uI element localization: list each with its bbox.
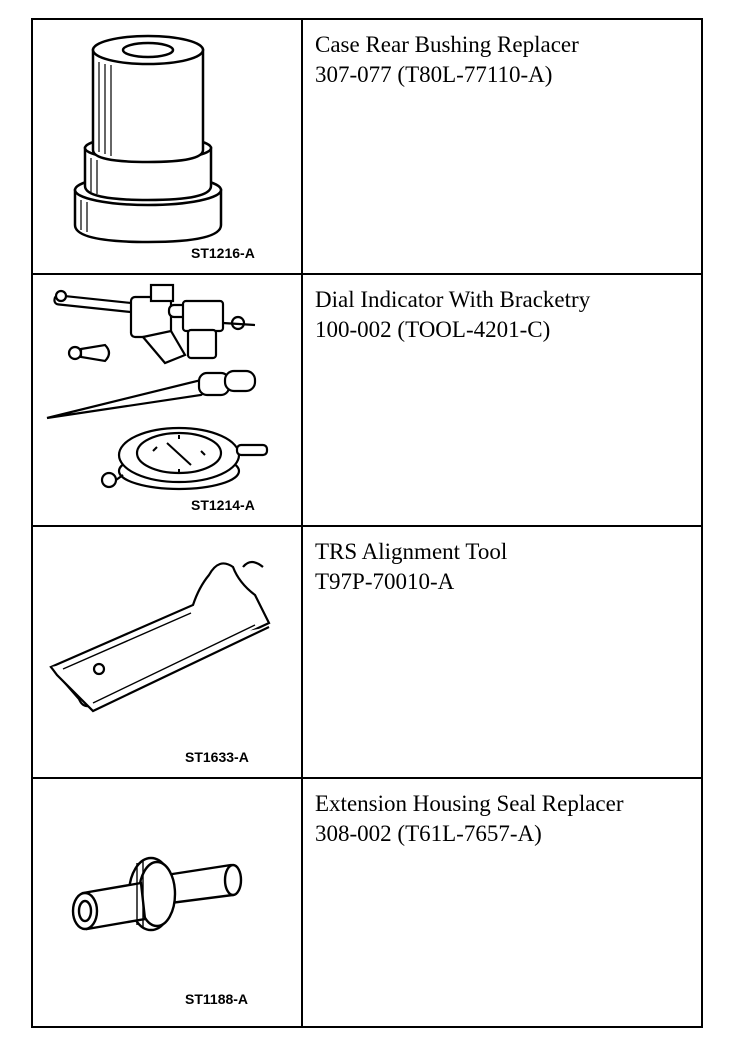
tool-row: ST1216-A Case Rear Bushing Replacer 307-… [33,20,701,275]
tool-image-cell: ST1188-A [33,779,303,1026]
tool-number: 308-002 (T61L-7657-A) [315,821,542,846]
tool-image-cell: ST1216-A [33,20,303,273]
seal-replacer-icon [71,856,243,932]
tool-row: ST1188-A Extension Housing Seal Replacer… [33,779,701,1026]
tool-description: Extension Housing Seal Replacer 308-002 … [315,789,693,849]
figure-code: ST1214-A [191,497,255,513]
tool-name: Extension Housing Seal Replacer [315,791,624,816]
tool-name: Dial Indicator With Bracketry [315,287,591,312]
figure-code: ST1216-A [191,245,255,261]
tool-name: Case Rear Bushing Replacer [315,32,579,57]
tool-name: TRS Alignment Tool [315,539,508,564]
tool-image-cell: ST1633-A [33,527,303,777]
bushing-replacer-icon [73,34,223,244]
tool-number: T97P-70010-A [315,569,455,594]
tool-number: 307-077 (T80L-77110-A) [315,62,553,87]
figure-code: ST1188-A [185,991,249,1007]
tool-description: TRS Alignment Tool T97P-70010-A [315,537,693,597]
tool-number: 100-002 (TOOL-4201-C) [315,317,551,342]
alignment-tool-icon [49,560,271,713]
tool-description: Dial Indicator With Bracketry 100-002 (T… [315,285,693,345]
dial-indicator-icon [46,283,269,491]
tool-image-cell: ST1214-A [33,275,303,525]
special-tools-table: ST1216-A Case Rear Bushing Replacer 307-… [31,18,703,1028]
figure-code: ST1633-A [185,749,249,765]
tool-row: ST1633-A TRS Alignment Tool T97P-70010-A [33,527,701,779]
tool-row: ST1214-A Dial Indicator With Bracketry 1… [33,275,701,527]
tool-description: Case Rear Bushing Replacer 307-077 (T80L… [315,30,693,90]
